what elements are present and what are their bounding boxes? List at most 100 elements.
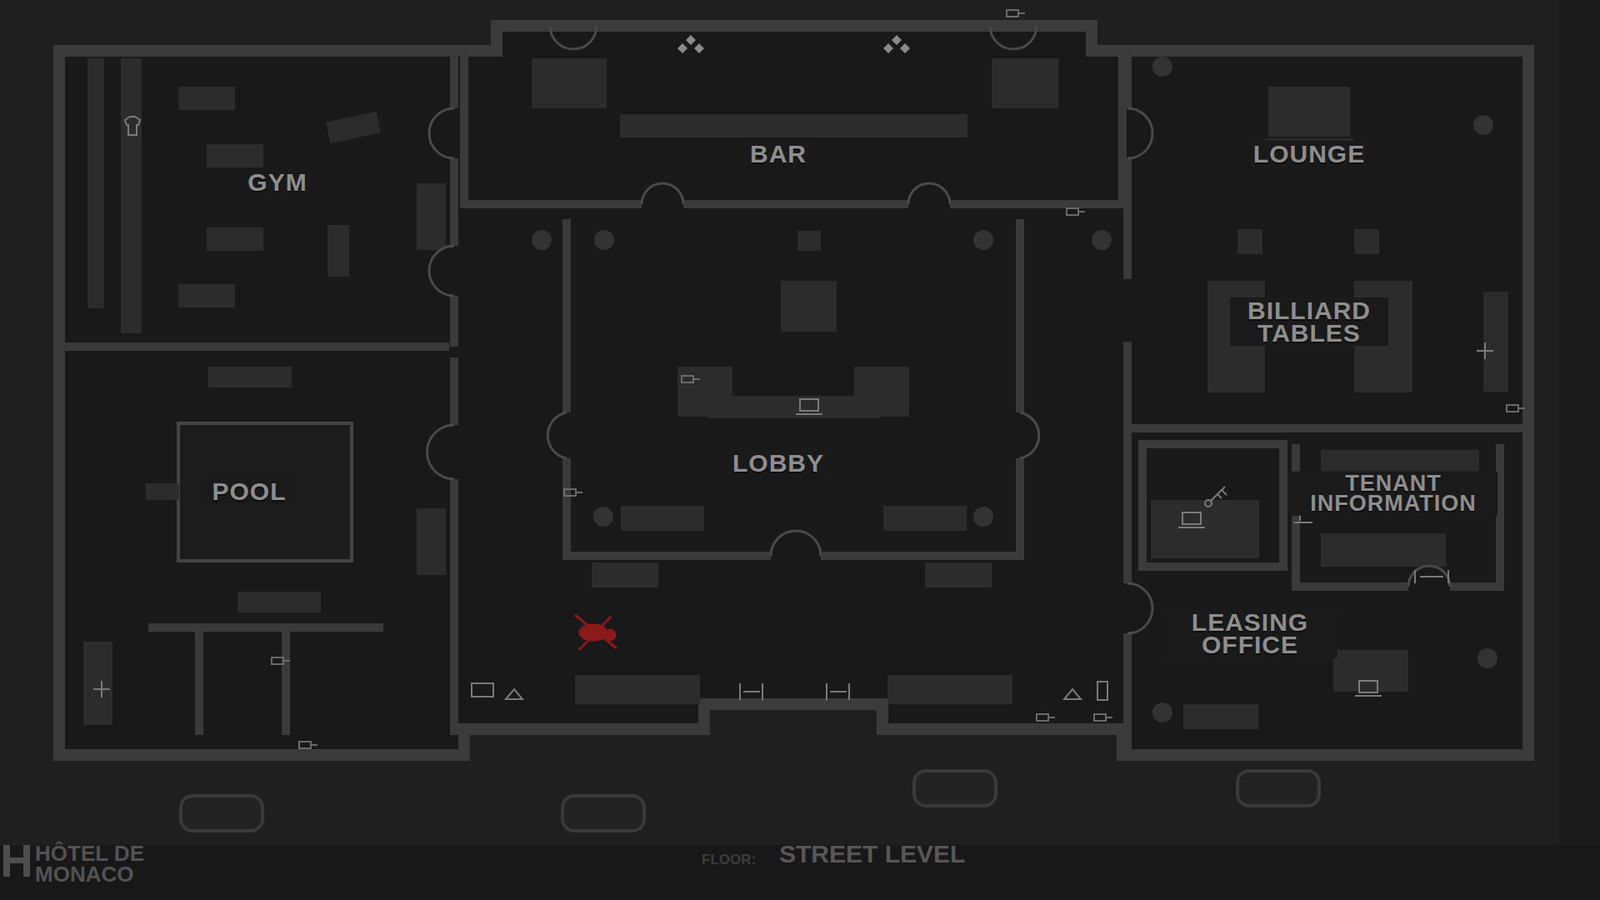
map-path — [1064, 689, 1081, 700]
map-path — [450, 357, 459, 735]
map-circle — [973, 506, 994, 527]
map-path — [1506, 405, 1525, 412]
room-name: BAR — [750, 142, 807, 165]
room-name: TENANT INFORMATION — [1294, 473, 1493, 515]
map-rect — [1182, 512, 1201, 525]
map-path — [908, 183, 950, 205]
map-rect — [416, 183, 446, 250]
map-path — [1295, 444, 1500, 587]
map-rect — [180, 795, 263, 831]
map-rect — [178, 284, 235, 308]
room-name: GYM — [247, 170, 307, 194]
target-figure — [575, 615, 617, 650]
map-path — [1408, 565, 1450, 587]
map-rect — [1150, 500, 1260, 559]
map-path — [429, 108, 455, 159]
map-rect — [1483, 291, 1509, 392]
map-rect — [1268, 86, 1350, 137]
map-path — [575, 615, 617, 650]
interior-walls — [59, 50, 1529, 755]
map-circle — [973, 230, 994, 250]
map-path — [1127, 424, 1529, 433]
map-rect — [1354, 229, 1380, 255]
map-rect — [797, 230, 821, 251]
map-circle — [594, 230, 615, 250]
map-path — [547, 412, 567, 459]
room-label: POOL — [206, 478, 291, 505]
map-rect — [83, 641, 113, 725]
map-path — [681, 375, 700, 383]
map-rect — [208, 366, 292, 388]
map-path — [1006, 10, 1025, 17]
room-name: BILLIARD TABLES — [1235, 299, 1384, 345]
camera-icons — [271, 10, 1525, 749]
map-rect — [3, 857, 30, 864]
map-path — [299, 741, 318, 749]
door-arcs — [427, 25, 1451, 634]
map-rect — [1359, 680, 1378, 693]
side-band — [1559, 0, 1600, 900]
map-rect — [591, 562, 659, 588]
map-path — [1094, 714, 1113, 721]
map-circle — [1091, 230, 1112, 250]
map-circle — [1473, 115, 1494, 135]
room-label: GYM — [242, 169, 312, 195]
map-rect — [914, 770, 996, 806]
map-rect — [780, 280, 837, 332]
building-outline — [59, 25, 1529, 755]
map-path — [770, 530, 821, 556]
map-rect — [416, 508, 446, 575]
map-path — [1178, 526, 1205, 529]
map-path — [55, 50, 64, 755]
map-path — [271, 657, 290, 665]
map-rect — [800, 399, 819, 411]
map-rect — [471, 683, 494, 697]
map-path — [564, 489, 583, 496]
map-rect — [620, 505, 705, 531]
map-rect — [854, 366, 910, 417]
map-path — [740, 683, 763, 700]
map-path — [550, 25, 597, 50]
map-rect — [1097, 681, 1108, 700]
floor-caption: FLOOR: — [701, 851, 756, 869]
map-rect — [531, 58, 607, 109]
map-path — [1210, 486, 1227, 502]
hotel-title: HÔTEL DE MONACO — [35, 843, 210, 885]
map-rect — [562, 795, 645, 831]
map-path — [450, 50, 459, 347]
map-path — [1355, 695, 1382, 697]
map-icons — [93, 116, 1494, 700]
map-path — [795, 413, 823, 415]
map-rect — [1320, 533, 1446, 567]
map-circle — [531, 230, 552, 250]
map-path — [1127, 108, 1153, 159]
room-label: LEASING OFFICE — [1162, 609, 1338, 658]
map-path — [125, 116, 140, 135]
map-circle — [1477, 648, 1498, 669]
furniture — [83, 58, 1509, 730]
plants — [531, 56, 1498, 723]
map-circle — [593, 506, 614, 527]
map-path — [1036, 714, 1055, 721]
map-circle — [1152, 56, 1173, 77]
map-rect — [237, 591, 321, 613]
map-rect — [991, 58, 1059, 109]
map-path — [1123, 50, 1132, 755]
map-path — [1066, 208, 1085, 215]
room-name: LOBBY — [732, 451, 825, 475]
map-path — [883, 35, 910, 54]
floor-name: STREET LEVEL — [779, 840, 965, 869]
map-path — [1476, 342, 1494, 360]
map-rect — [925, 562, 992, 588]
map-circle — [605, 630, 615, 640]
map-path — [1142, 444, 1284, 567]
room-label: BILLIARD TABLES — [1230, 297, 1389, 346]
map-rect — [883, 505, 967, 531]
map-rect — [677, 366, 733, 417]
map-path — [1127, 583, 1153, 634]
logo-mark — [3, 845, 30, 877]
map-rect — [327, 225, 350, 277]
room-name: LEASING OFFICE — [1167, 610, 1333, 656]
